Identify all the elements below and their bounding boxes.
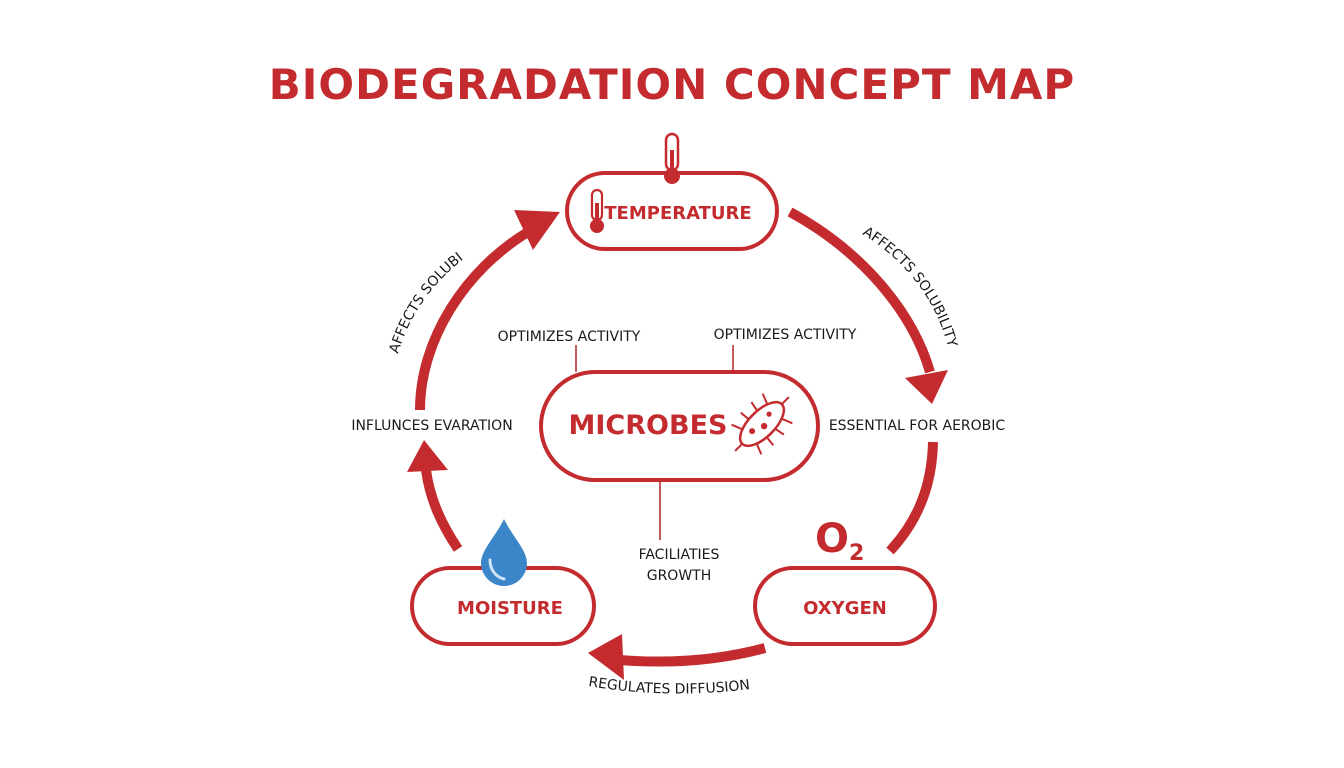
- node-microbes: MICROBES: [539, 370, 820, 482]
- arrow-to-temperature: [415, 227, 531, 411]
- label-essential-for-aerobic: ESSENTIAL FOR AEROBIC: [829, 418, 1006, 434]
- arrow-essential-segment: [886, 441, 938, 555]
- arrowhead-oxygen-to-moisture: [588, 634, 624, 680]
- label-affects-solubility-left-path: AFFECTS SOLUBILITY: [0, 0, 466, 355]
- thermometer-icon: [664, 132, 680, 184]
- water-drop-icon: [481, 519, 527, 586]
- oxygen-label: OXYGEN: [803, 598, 887, 619]
- label-regulates-diffusion-path: REGULATES DIFFUSION: [587, 674, 750, 697]
- label-optimizes-activity-right: OPTIMIZES ACTIVITY: [714, 327, 857, 343]
- node-oxygen: OXYGEN O2: [753, 516, 937, 646]
- connector-lines: [575, 345, 734, 540]
- thermometer-small-icon: [590, 188, 604, 233]
- label-affects-solubility-left: AFFECTS SOLUBILITY: [0, 0, 466, 355]
- node-moisture: MOISTURE: [410, 519, 596, 646]
- arrowhead-temperature-to-oxygen: [905, 370, 948, 404]
- arrow-moisture-to-influence: [421, 469, 463, 552]
- label-optimizes-activity-left: OPTIMIZES ACTIVITY: [498, 329, 641, 345]
- oxygen-box: [753, 566, 937, 646]
- arrow-temperature-to-oxygen: [787, 207, 935, 374]
- page-title: BIODEGRADATION CONCEPT MAP: [269, 60, 1075, 109]
- arrowhead-to-temperature: [514, 210, 560, 250]
- microbes-box: [539, 370, 820, 482]
- microbes-label: MICROBES: [569, 410, 728, 441]
- label-regulates-diffusion: REGULATES DIFFUSION: [587, 674, 750, 697]
- temperature-label: TEMPERATURE: [604, 203, 751, 224]
- label-faciliaties: FACILIATIES: [639, 547, 720, 563]
- bacterium-icon: [731, 393, 793, 455]
- label-influnces-evaration: INFLUNCES EVARATION: [351, 418, 512, 434]
- cycle-arrows: [407, 207, 948, 680]
- moisture-label: MOISTURE: [457, 598, 563, 619]
- oxygen-symbol-subscript: 2: [849, 541, 864, 566]
- oxygen-symbol: O2: [815, 516, 864, 566]
- arrow-oxygen-to-moisture: [619, 643, 767, 667]
- label-growth: GROWTH: [647, 568, 712, 584]
- oxygen-symbol-letter: O: [815, 516, 849, 562]
- node-temperature: TEMPERATURE: [565, 132, 779, 251]
- arrowhead-influences: [407, 440, 448, 472]
